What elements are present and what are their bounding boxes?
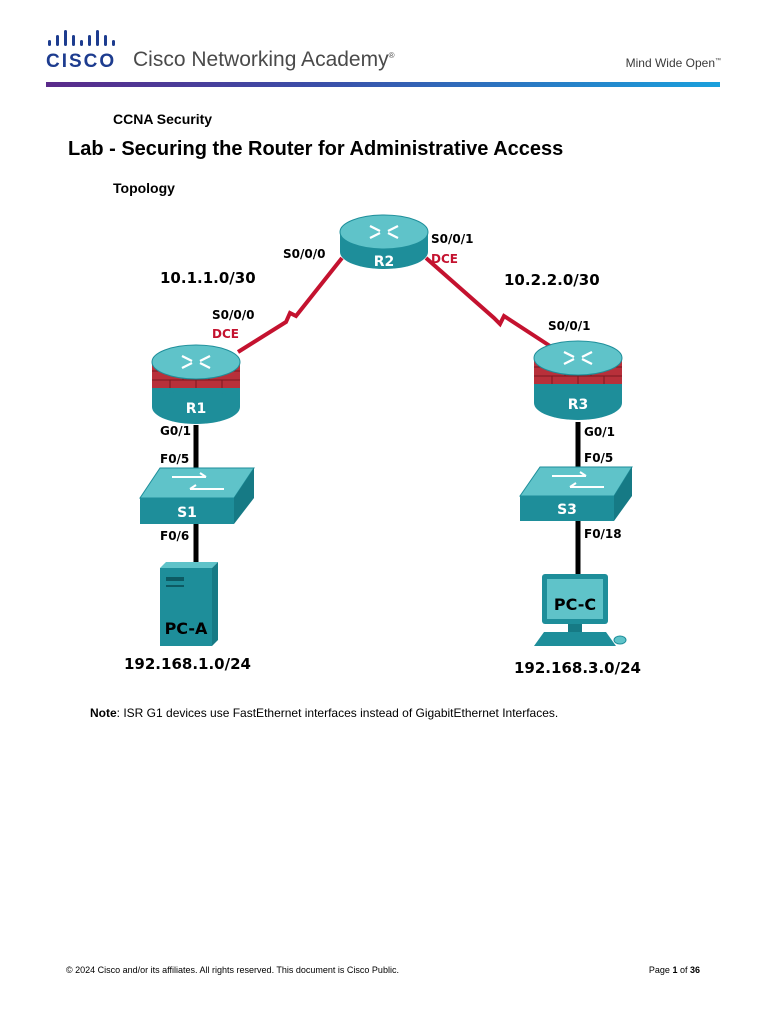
note-label: Note (90, 706, 117, 720)
interface-label-s1-f05: F0/5 (160, 452, 189, 466)
page-title: Lab - Securing the Router for Administra… (68, 138, 564, 160)
serial-link-r2-r3 (424, 256, 552, 348)
interface-label-r1-dce: DCE (212, 327, 239, 341)
footer-page-number: Page 1 of 36 (648, 965, 700, 975)
footer-copyright: © 2024 Cisco and/or its affiliates. All … (66, 965, 399, 975)
switch-s3[interactable]: S3 (519, 466, 633, 521)
interface-label-r2-dce: DCE (431, 252, 458, 266)
interface-label-r3-g01: G0/1 (584, 425, 615, 439)
network-label-right-wan: 10.2.2.0/30 (504, 271, 600, 289)
network-label-left-lan: 192.168.1.0/24 (124, 655, 251, 673)
switch-arrows-icon (552, 471, 604, 488)
device-label-r2: R2 (374, 254, 395, 270)
pc-c[interactable]: PC-C (534, 574, 627, 646)
note-paragraph: Note: ISR G1 devices use FastEthernet in… (90, 706, 558, 720)
router-arrows-icon (563, 351, 593, 365)
device-label-pc-c: PC-C (554, 595, 596, 614)
interface-label-r3-s001: S0/0/1 (548, 319, 590, 333)
interface-label-s1-f06: F0/6 (160, 529, 189, 543)
header-rule (46, 82, 720, 87)
interface-label-r2-s001: S0/0/1 (431, 232, 473, 246)
course-name: CCNA Security (113, 111, 213, 127)
cisco-logo: CISCO (44, 30, 120, 72)
note-text: : ISR G1 devices use FastEthernet interf… (116, 706, 559, 720)
cisco-wordmark: CISCO (46, 51, 117, 72)
interface-label-r1-g01: G0/1 (160, 424, 191, 438)
serial-link-r1-r2 (236, 256, 344, 354)
pc-a[interactable]: PC-A (160, 562, 218, 646)
router-r2[interactable]: R2 (339, 214, 429, 270)
device-label-s1: S1 (177, 505, 197, 521)
section-heading-topology: Topology (113, 180, 175, 196)
network-label-left-wan: 10.1.1.0/30 (160, 269, 256, 287)
device-label-pc-a: PC-A (165, 619, 208, 638)
device-label-s3: S3 (557, 502, 577, 518)
page-header: CISCO Cisco Networking Academy® Mind Wid… (0, 0, 768, 90)
network-label-right-lan: 192.168.3.0/24 (514, 659, 641, 677)
topology-diagram: R2 R1 R3 (124, 214, 641, 677)
interface-label-r1-s000: S0/0/0 (212, 308, 254, 322)
switch-arrows-icon (172, 472, 224, 490)
cisco-bars-icon (48, 30, 115, 46)
device-label-r1: R1 (186, 401, 207, 417)
tagline: Mind Wide Open™ (625, 56, 721, 70)
interface-label-s3-f018: F0/18 (584, 527, 622, 541)
academy-name: Cisco Networking Academy® (133, 48, 395, 71)
router-r1[interactable]: R1 (151, 344, 241, 424)
interface-label-s3-f05: F0/5 (584, 451, 613, 465)
switch-s1[interactable]: S1 (139, 467, 255, 524)
router-arrows-icon (181, 355, 211, 369)
router-r3[interactable]: R3 (533, 340, 623, 420)
interface-label-r2-s000: S0/0/0 (283, 247, 325, 261)
device-label-r3: R3 (568, 397, 589, 413)
router-arrows-icon (369, 225, 399, 239)
